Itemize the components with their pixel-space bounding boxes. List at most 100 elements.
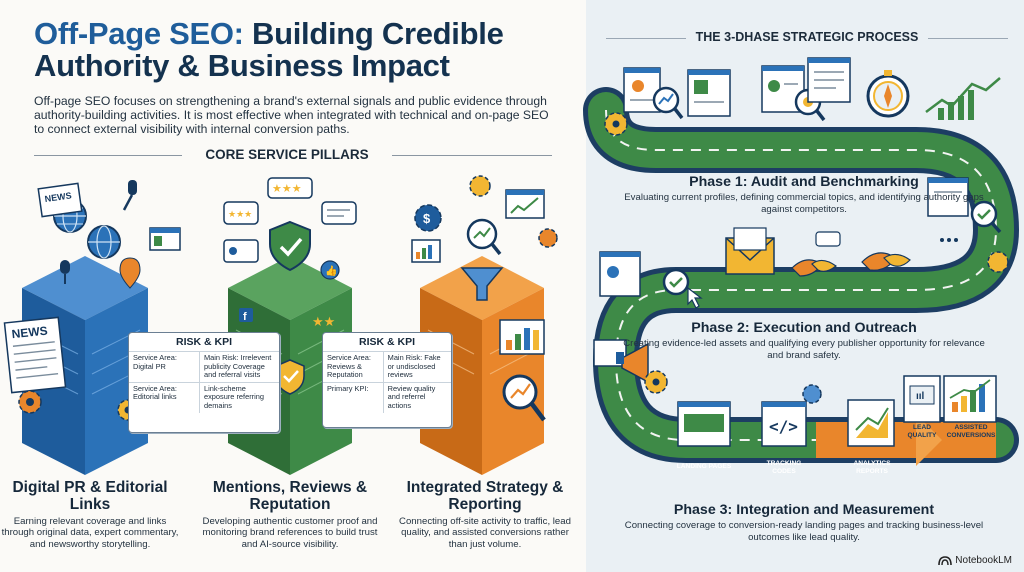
kpi-card-heading: RISK & KPI (175, 336, 232, 348)
table-row: Primary KPI:Review quality and referrel … (323, 381, 451, 413)
pillar-3-desc: Connecting off-site activity to traffic,… (399, 516, 571, 550)
pillars-illustration: NEWS NEWS (3, 175, 558, 475)
notebook-logo-icon (938, 556, 953, 566)
kpi-cell: Service Area: Reviews & Reputation (323, 351, 384, 383)
newspaper-icon: NEWS (37, 182, 83, 218)
dollar-gear-icon: $ (414, 204, 442, 232)
gear-icon (538, 228, 558, 248)
kpi-cell: Main Risk: Fake or undisclosed reviews (383, 351, 451, 383)
chart-window-icon (505, 189, 545, 219)
divider (928, 38, 1008, 39)
gear-icon (802, 384, 822, 404)
kpi-card-heading: RISK & KPI (358, 336, 415, 348)
svg-text:👍: 👍 (325, 264, 337, 277)
conversion-chart-icon (943, 375, 997, 423)
brand-name: NotebookLM (955, 555, 1012, 566)
cursor-icon (687, 286, 703, 309)
pillar-2-desc: Developing authentic customer proof and … (202, 516, 378, 550)
right-panel: THE 3-DHASE STRATEGIC PROCESS (583, 0, 1024, 572)
kpi-cell: Review quality and referrel actions (383, 381, 451, 413)
megaphone-icon (593, 339, 649, 384)
funnel-icon (460, 267, 504, 301)
microphone-icon (122, 180, 137, 211)
kpi-cell: Primary KPI: (323, 381, 384, 413)
phase-3-desc: Connecting coverage to conversion-ready … (624, 520, 984, 543)
title-accent: Off-Page SEO: (34, 16, 244, 51)
pillars-heading: CORE SERVICE PILLARS (205, 147, 369, 162)
shield-check-icon (269, 220, 311, 272)
location-pin-icon (119, 257, 141, 289)
profile-card-icon (223, 239, 259, 263)
report-window-icon (599, 251, 641, 297)
landing-page-icon (677, 401, 731, 447)
compass-icon (866, 70, 910, 118)
stars-icon: ★★ (312, 315, 335, 330)
svg-text:★★: ★★ (312, 315, 335, 330)
check-magnifier-icon (970, 200, 1002, 234)
brand-badge: NotebookLM (938, 555, 1012, 566)
left-panel: Off-Page SEO: Building Credible Authorit… (1, 17, 574, 550)
svg-text:ııl: ııl (916, 391, 925, 402)
phase-3-title: Phase 3: Integration and Measurement (673, 502, 935, 518)
browser-icon (149, 227, 181, 251)
gear-icon (18, 390, 42, 414)
stage-label-lead: LEAD QUALITY (907, 424, 937, 439)
envelope-icon (725, 227, 775, 275)
pillar-2-title: Mentions, Reviews & Reputation (212, 479, 368, 513)
chat-bubble-icon (815, 231, 841, 247)
page-title: Off-Page SEO: Building Credible Authorit… (34, 18, 574, 82)
process-heading: THE 3-DHASE STRATEGIC PROCESS (695, 30, 919, 44)
profile-window-icon (927, 177, 969, 217)
kpi-card-2: RISK & KPI Service Area: Reviews & Reput… (322, 332, 452, 428)
kpi-cell: Link-scheme exposure referring demains (199, 381, 279, 413)
svg-text:NEWS: NEWS (44, 190, 72, 204)
globe-icon (87, 225, 121, 259)
kpi-cell: Main Risk: Irrelevent publicity Coverage… (199, 351, 279, 383)
pillar-1-title: Digital PR & Editorial Links (12, 479, 168, 513)
title-rest: Building Credible Authority & Business I… (34, 16, 504, 83)
magnifier-icon (652, 86, 684, 120)
chart-window-icon (411, 239, 441, 263)
svg-text:★★★: ★★★ (272, 182, 302, 195)
stage-label-tracking: TRACKING CODES (766, 460, 802, 475)
intro-text: Off-page SEO focuses on strengthening a … (34, 94, 549, 137)
stage-label-landing: LANDING PAGES (676, 463, 732, 470)
phase-2-title: Phase 2: Execution and Outreach (691, 320, 917, 336)
phase-2-desc: Creating evidence-led assets and qualify… (623, 338, 985, 361)
phase-1-title: Phase 1: Audit and Benchmarking (689, 174, 919, 190)
thumbs-up-icon: 👍 (320, 260, 340, 280)
chat-bubble-icon: ★★★ (223, 201, 259, 225)
analytics-report-icon (847, 399, 895, 447)
gear-icon (644, 370, 668, 394)
phase-1-desc: Evaluating current profiles, defining co… (624, 192, 984, 215)
gear-icon (987, 251, 1009, 273)
pillar-1-desc: Earning relevant coverage and links thro… (1, 516, 179, 550)
code-icon: </> (761, 401, 807, 447)
svg-text:</>: </> (769, 417, 798, 436)
star-rating-icon: ★★★ (267, 177, 313, 199)
gear-icon (604, 112, 628, 136)
process-road: </> ııl (583, 57, 1020, 466)
handshake-icon (791, 259, 837, 277)
lead-quality-icon: ııl (903, 375, 941, 423)
newspaper-stack-icon: NEWS (3, 316, 67, 394)
magnifier-icon (466, 218, 502, 256)
handshake-icon (861, 252, 911, 271)
svg-text:★★★: ★★★ (228, 210, 252, 220)
divider (606, 38, 686, 39)
check-magnifier-icon (662, 268, 690, 296)
kpi-cell: Service Area: Digital PR (129, 351, 200, 383)
microphone-icon (60, 260, 70, 284)
svg-text:NEWS: NEWS (11, 324, 48, 342)
magnifier-icon (502, 374, 546, 422)
svg-text:f: f (243, 311, 247, 323)
dots-icon (940, 238, 958, 242)
report-window-icon (807, 57, 851, 103)
bar-chart-icon (499, 319, 545, 355)
